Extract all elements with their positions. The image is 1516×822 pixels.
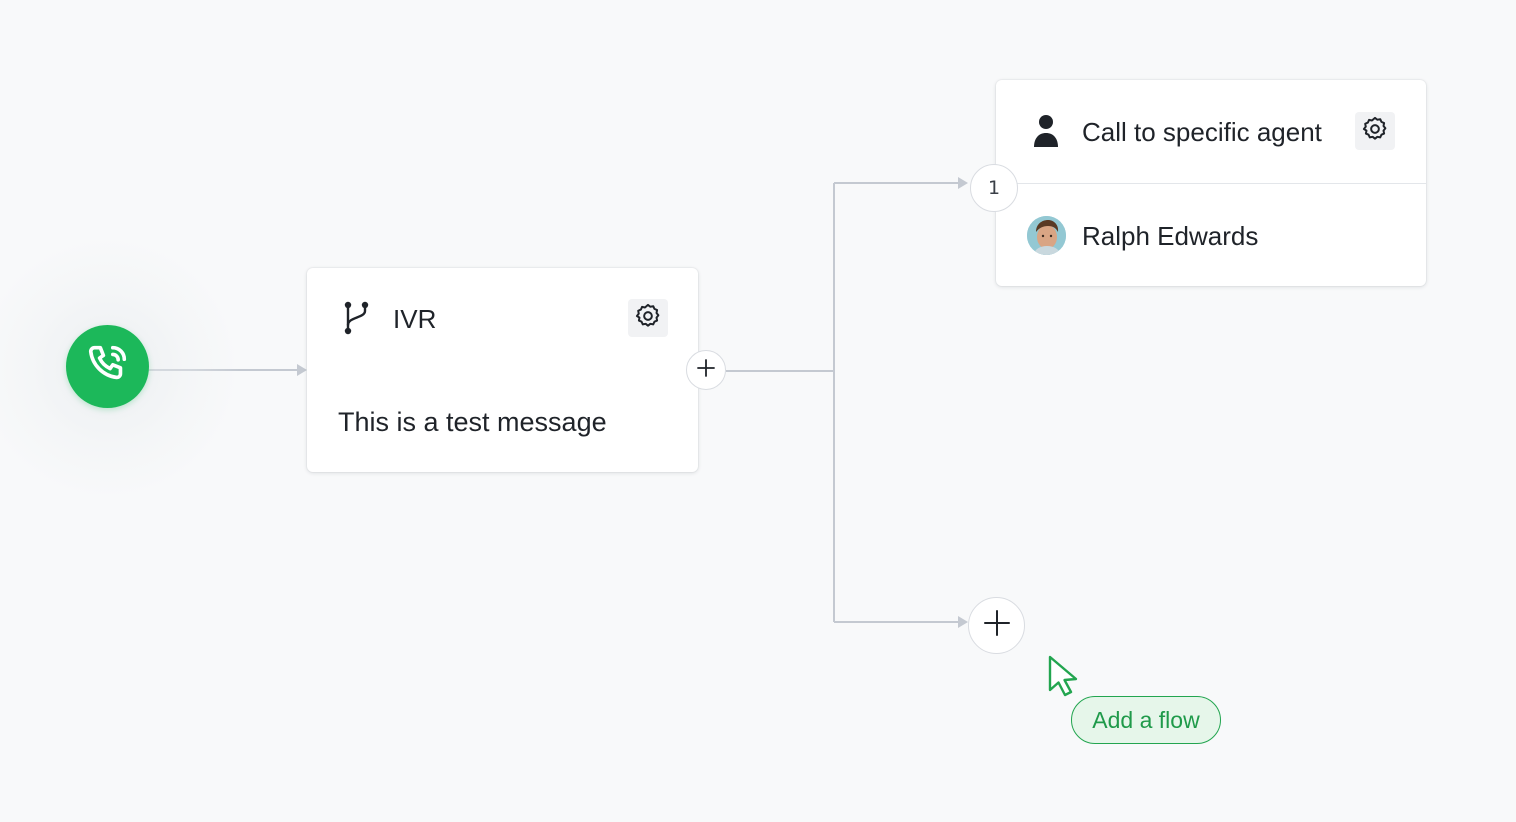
agent-avatar — [1027, 216, 1066, 255]
arrowhead-branch-1 — [958, 177, 968, 189]
agent-settings-button[interactable] — [1355, 112, 1395, 150]
ivr-message-text: This is a test message — [338, 407, 607, 437]
agent-name: Ralph Edwards — [1082, 221, 1259, 251]
ivr-node-card[interactable]: IVR This is a test message — [307, 268, 698, 472]
plus-icon — [696, 358, 716, 383]
agent-card-divider — [996, 183, 1426, 184]
cursor-pointer-icon — [1046, 654, 1082, 703]
agent-node-card[interactable]: Call to specific agent Ralph Edwards — [996, 80, 1426, 286]
ivr-add-step-button[interactable] — [686, 350, 726, 390]
add-flow-tooltip: Add a flow — [1071, 696, 1221, 744]
phone-call-icon — [85, 341, 131, 392]
arrowhead-ivr — [297, 364, 307, 376]
branch-icon — [340, 299, 372, 337]
ivr-node-title: IVR — [393, 304, 437, 334]
plus-icon — [983, 609, 1011, 642]
branch-number-badge[interactable]: 1 — [970, 164, 1018, 212]
gear-icon — [1361, 115, 1389, 148]
user-icon — [1033, 114, 1059, 148]
start-call-node[interactable] — [66, 325, 149, 408]
agent-node-title: Call to specific agent — [1082, 117, 1322, 147]
ivr-settings-button[interactable] — [628, 299, 668, 337]
arrowhead-branch-add — [958, 616, 968, 628]
add-flow-button[interactable] — [968, 597, 1025, 654]
gear-icon — [634, 302, 662, 335]
